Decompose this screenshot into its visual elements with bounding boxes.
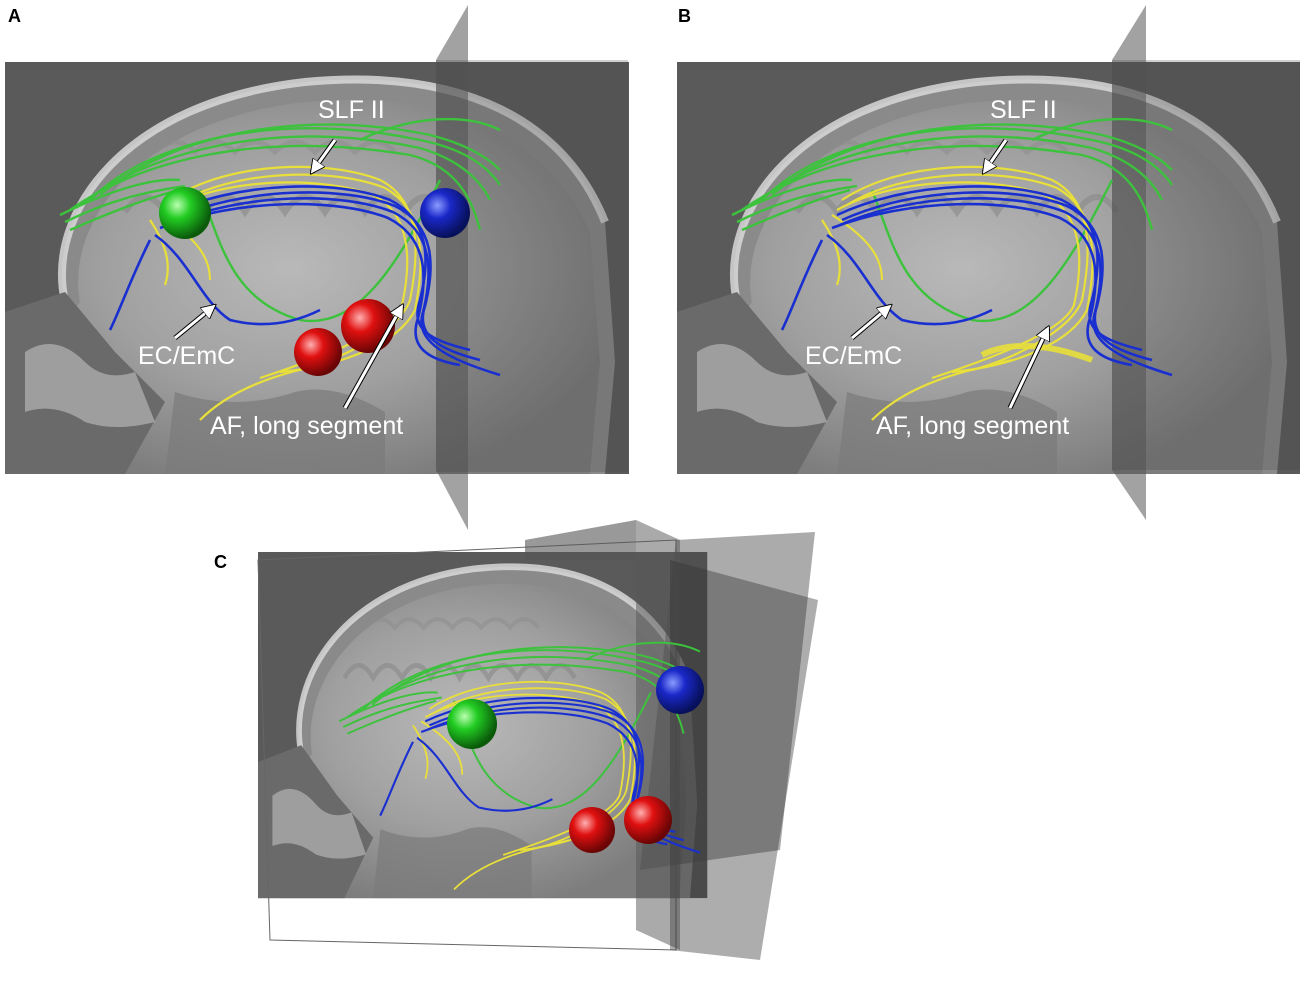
panel-a-label-slf: SLF II (318, 96, 385, 124)
panel-a-coronal-plane (436, 5, 468, 530)
panel-c-top-plane (525, 520, 636, 560)
panel-b-tracts (730, 117, 1174, 422)
panel-c-axial-plane (640, 532, 815, 870)
panel-a-plane-shadow (436, 60, 628, 472)
panel-a-red-sphere-1 (341, 299, 395, 353)
panel-b: SLF II EC/EmC AF, long segment (677, 5, 1300, 520)
panel-c (258, 520, 818, 960)
panel-b-label-ec: EC/EmC (805, 342, 902, 370)
panel-b-label-af: AF, long segment (876, 412, 1069, 440)
panel-letter-b: B (678, 6, 691, 26)
panel-letter-a: A (8, 6, 21, 26)
panel-a-label-af: AF, long segment (210, 412, 403, 440)
panel-c-green-sphere (447, 699, 497, 749)
panel-b-coronal-plane (1112, 5, 1146, 520)
panel-letter-c: C (214, 552, 227, 572)
panel-c-coronal-plane-side (670, 560, 818, 960)
panel-c-red-sphere-2 (569, 807, 615, 853)
panel-a-label-ec: EC/EmC (138, 342, 235, 370)
panel-a-green-sphere (159, 187, 211, 239)
panel-b-plane-shadow (1112, 60, 1300, 470)
panel-a-red-sphere-2 (294, 328, 342, 376)
panel-c-blue-sphere (656, 666, 704, 714)
panel-c-red-sphere-1 (624, 796, 672, 844)
panel-a-blue-sphere (420, 188, 470, 238)
panel-b-label-slf: SLF II (990, 96, 1057, 124)
panel-a: SLF II EC/EmC AF, long segment (5, 5, 629, 530)
